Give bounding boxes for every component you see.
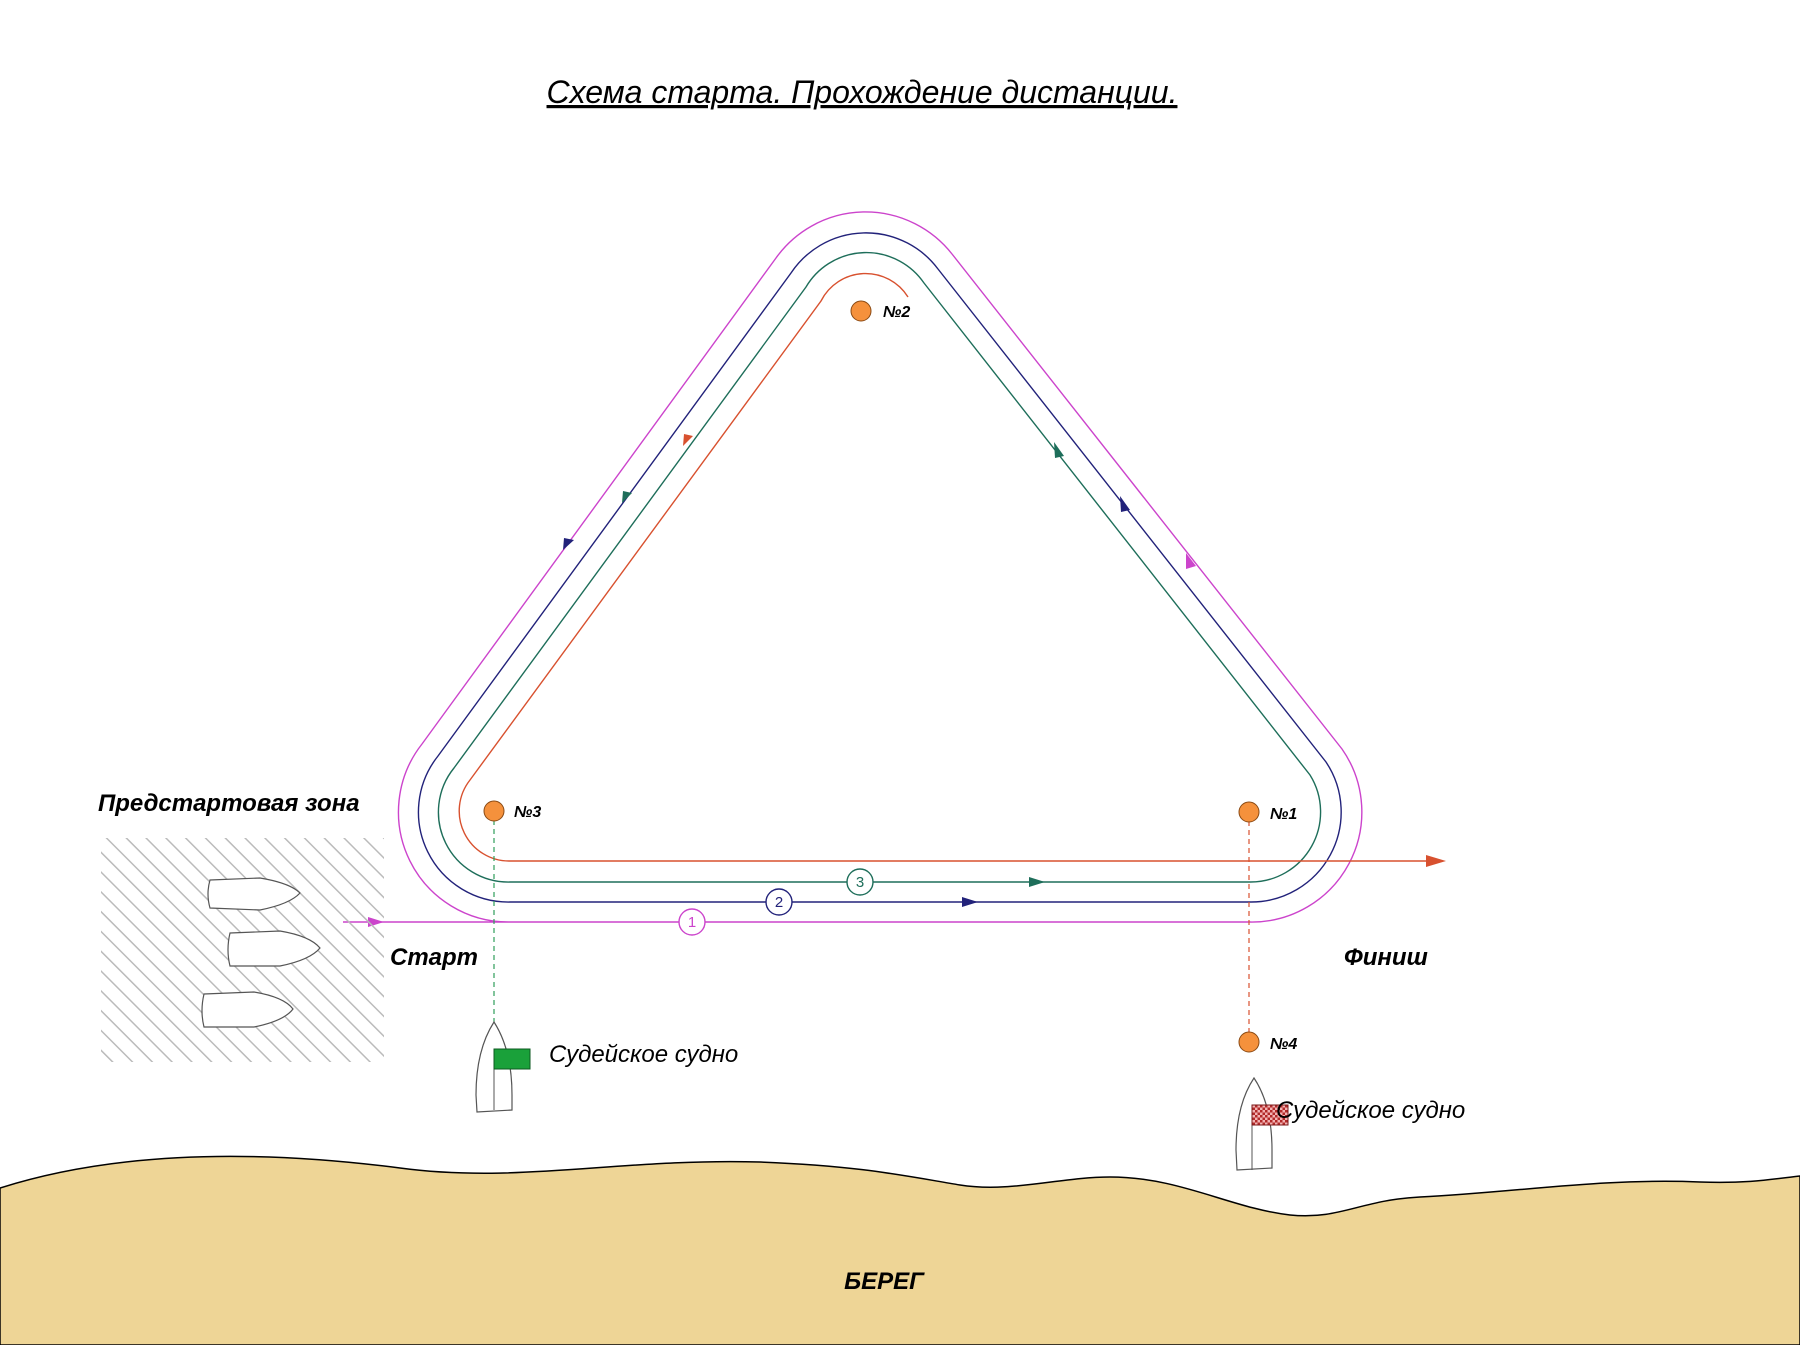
judge-boat-start-label: Судейское судно xyxy=(549,1041,738,1068)
arrow-lap-3-bottom xyxy=(1029,877,1045,887)
red-checkered-flag-icon xyxy=(1251,1104,1289,1126)
arrow-lap-2-right xyxy=(1120,496,1130,512)
lap-marker-1: 1 xyxy=(678,908,706,936)
course-line-final xyxy=(458,272,1430,862)
prestart-zone-label: Предстартовая зона xyxy=(98,790,360,817)
arrow-final-left xyxy=(683,434,693,446)
diagram-title: Схема старта. Прохождение дистанции. xyxy=(547,74,1178,110)
lap-number: 2 xyxy=(775,894,783,911)
buoy-label: №4 xyxy=(1270,1036,1297,1053)
lap-number: 1 xyxy=(688,914,696,931)
judge-boat-start xyxy=(475,1020,531,1113)
lap-marker-2: 2 xyxy=(765,888,793,916)
shore-label: БЕРЕГ xyxy=(844,1268,925,1295)
green-flag-icon xyxy=(493,1048,531,1070)
buoy-4: №4 xyxy=(1238,1031,1297,1053)
boat-icon xyxy=(207,877,301,911)
shore xyxy=(0,1155,1800,1345)
buoy-2: №2 xyxy=(850,300,910,322)
course-line-lap-2 xyxy=(417,232,1342,903)
arrow-lap-2-left xyxy=(563,538,574,550)
boat-icon xyxy=(201,991,294,1028)
finish-arrow xyxy=(1426,855,1446,867)
start-label: Старт xyxy=(390,944,478,971)
buoy-label: №1 xyxy=(1270,806,1297,823)
buoy-3: №3 xyxy=(483,800,541,822)
judge-boat-finish xyxy=(1235,1076,1289,1171)
arrow-lap-3-right xyxy=(1054,442,1064,458)
finish-label: Финиш xyxy=(1344,944,1428,971)
course-line-lap-3 xyxy=(437,251,1322,883)
lap-number: 3 xyxy=(856,874,864,891)
boat-icon xyxy=(227,930,321,967)
arrow-lap-3-left xyxy=(622,491,632,503)
buoy-label: №3 xyxy=(514,804,541,821)
arrow-lap-1-leg xyxy=(1186,553,1196,569)
buoy-label: №2 xyxy=(883,304,910,321)
buoy-1: №1 xyxy=(1238,801,1297,823)
judge-boat-finish-label: Судейское судно xyxy=(1276,1097,1465,1124)
lap-marker-3: 3 xyxy=(846,868,874,896)
arrow-lap-2-bottom xyxy=(962,897,978,907)
course-line-lap-1 xyxy=(343,211,1363,923)
